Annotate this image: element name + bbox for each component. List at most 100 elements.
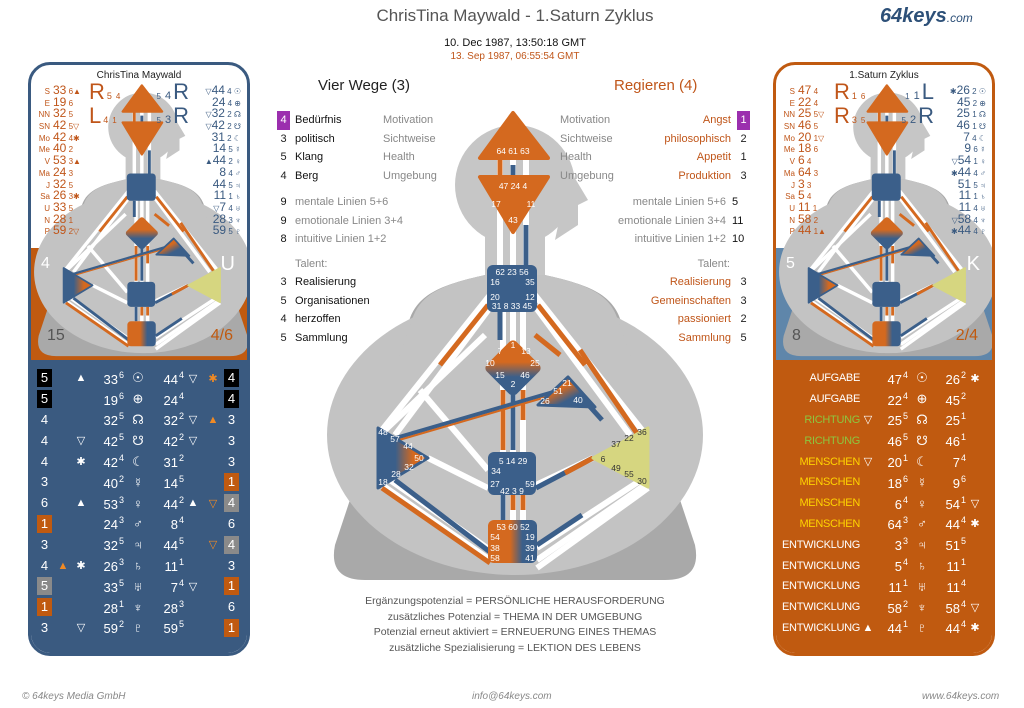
table-row: 5▲336☉444▽✱4 — [31, 368, 247, 389]
gate-activation: 114 — [936, 578, 966, 595]
gate-activation: 54 — [876, 557, 908, 574]
gate-number: 58 — [887, 600, 902, 616]
marker-icon: ▽ — [73, 227, 80, 237]
planet-icon: ☿ — [133, 474, 143, 490]
line-number: 4 — [902, 390, 908, 401]
left-badge: 4 — [40, 557, 49, 573]
gate-number: 46 — [798, 118, 812, 133]
right-badge: 1 — [224, 618, 239, 637]
line-number: 5 — [902, 411, 908, 422]
gate-number: 31 — [211, 129, 225, 144]
profile-value: 4/6 — [210, 327, 233, 344]
gate-label: 43 — [508, 215, 518, 225]
personality-list: ✱26 2 ☉45 2 ⊕25 1 ☊46 1 ☋7 4 ☾9 6 ☿▽54 1… — [950, 83, 986, 237]
email-link[interactable]: info@64keys.com — [472, 691, 552, 702]
planet-entry: ✱44 4 ♂ — [950, 166, 986, 179]
planet-abbr: V — [44, 157, 50, 167]
line-number: 4 — [118, 453, 124, 464]
line-number: 2 — [118, 473, 124, 484]
marker-icon: ▲ — [204, 157, 213, 167]
gate-activation: 584 — [936, 599, 966, 616]
arrow-letter: R — [918, 103, 934, 128]
planet-icon: ♆ — [133, 599, 143, 615]
planet-abbr: NN — [38, 110, 50, 120]
line-label: mentale Linien 5+6 — [295, 196, 389, 208]
gate-label: 35 — [525, 277, 535, 287]
gate-label: 31 8 33 45 — [492, 301, 532, 311]
planet-icon: ☾ — [233, 133, 241, 143]
line-number: 5 — [118, 432, 124, 443]
gate-label: 38 — [490, 543, 500, 553]
gate-activation: 444 — [152, 370, 184, 387]
planet-entry: 14 5 ☿ — [205, 142, 241, 155]
marker-icon: ▽ — [205, 110, 212, 120]
line-number: 2 — [811, 215, 819, 225]
planet-icon: ♃ — [235, 180, 241, 190]
arrow-value: 5 — [106, 91, 112, 101]
planet-icon: ♃ — [133, 537, 143, 553]
table-row: MENSCHEN▽201☾74 — [776, 451, 992, 472]
gate-number: 46 — [945, 434, 960, 450]
logo[interactable]: 64keys.com — [880, 5, 973, 28]
gate-activation: 515 — [936, 536, 966, 553]
planet-abbr: Mo — [783, 133, 795, 143]
website-link[interactable]: www.64keys.com — [922, 691, 1000, 702]
marker-icon: ▽ — [188, 580, 198, 593]
gate-label: 64 61 63 — [496, 146, 529, 156]
planet-abbr: NN — [783, 110, 795, 120]
way-count: 2 — [740, 132, 747, 145]
gate-activation: 442 — [152, 495, 184, 512]
gate-number: 25 — [945, 413, 960, 429]
gate-number: 47 — [798, 83, 812, 97]
line-number: 4 — [178, 515, 184, 526]
planet-entry: 45 2 ⊕ — [950, 96, 986, 109]
theme-label: AUFGABE — [809, 393, 861, 406]
talent-heading: Talent: — [697, 257, 730, 270]
table-row: RICHTUNG▽255☊251 — [776, 410, 992, 431]
line-label: emotionale Linien 3+4 — [295, 214, 403, 227]
line-number: 5 — [178, 536, 184, 547]
gate-label: 49 — [611, 463, 621, 473]
talent-label: passioniert — [677, 313, 731, 325]
gate-number: 28 — [212, 211, 227, 226]
left-badge: 4 — [40, 432, 49, 448]
talent-count: 2 — [740, 313, 747, 325]
arrow-letter: R — [834, 103, 850, 128]
line-number: 2 — [178, 494, 184, 505]
planet-entry: 51 5 ♃ — [950, 178, 986, 191]
left-badge: 3 — [40, 474, 49, 490]
way-count: 1 — [740, 151, 747, 163]
theme-label: ENTWICKLUNG — [782, 559, 860, 572]
line-count: 9 — [280, 196, 287, 208]
theme-label: MENSCHEN — [799, 455, 860, 468]
gate-number: 59 — [53, 223, 67, 238]
line-number: 4 — [224, 87, 234, 96]
planet-entry: ✱44 4 ♇ — [950, 224, 986, 237]
arrow-value: 5 — [156, 92, 161, 101]
line-number: 6 — [118, 369, 124, 380]
gate-number: 26 — [956, 83, 970, 97]
gate-number: 46 — [956, 118, 970, 133]
gate-number: 26 — [53, 188, 67, 203]
planet-abbr: P — [789, 227, 795, 237]
planet-icon: ♇ — [980, 227, 986, 237]
left-badge: 3 — [40, 619, 49, 635]
way-category: Health — [560, 151, 592, 163]
arrow-value: 5 — [156, 116, 161, 125]
planet-icon: ☊ — [233, 110, 241, 120]
gate-label: 50 — [414, 453, 424, 463]
gate-number: 22 — [798, 94, 812, 109]
gate-number: 24 — [212, 94, 226, 109]
marker-icon: ✱ — [970, 372, 980, 385]
gate-number: 33 — [103, 371, 118, 387]
